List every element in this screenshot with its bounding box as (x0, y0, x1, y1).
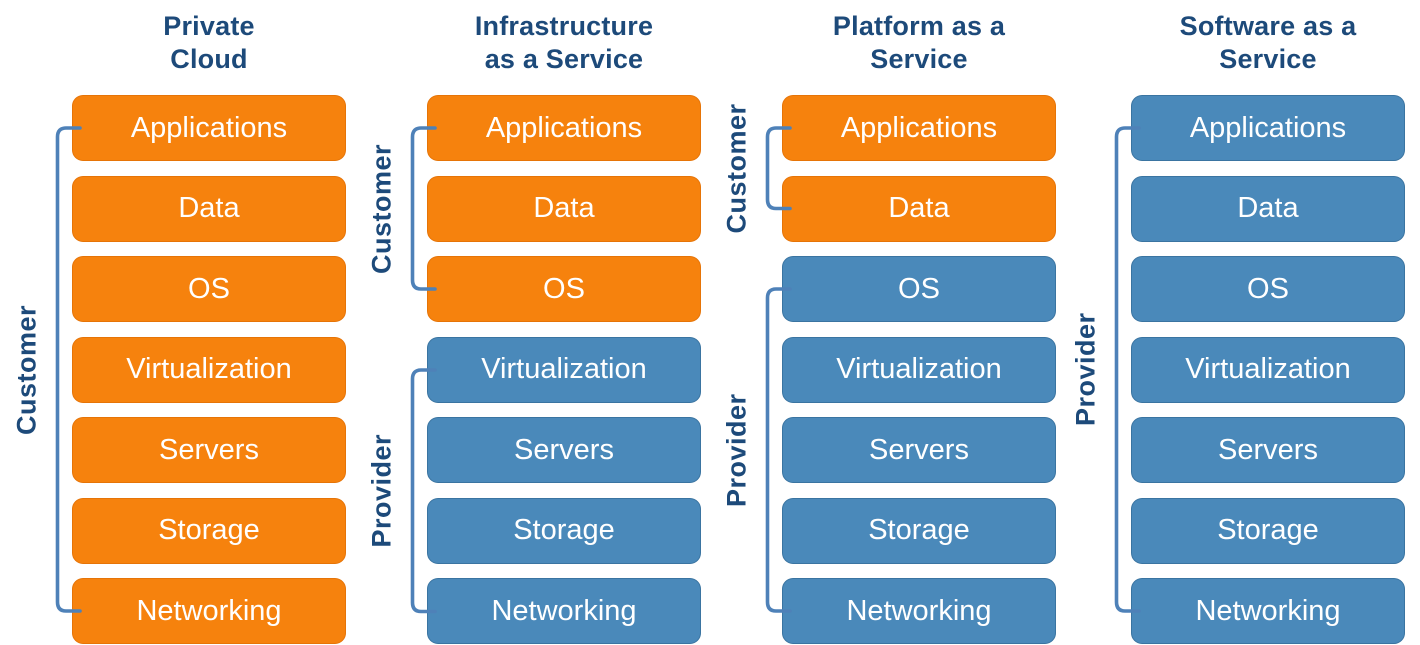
layer-box-label: Applications (840, 111, 998, 144)
layer-box-label: Virtualization (1185, 353, 1351, 385)
layer-box-label: Storage (513, 514, 615, 546)
layer-box-data: Data (427, 175, 701, 242)
layer-box-label: Networking (1195, 594, 1341, 627)
layer-box-networking: Networking (72, 578, 346, 644)
layer-box-storage: Storage (427, 497, 701, 564)
layer-box-data: Data (782, 175, 1056, 242)
layer-box-servers: Servers (427, 417, 701, 483)
layer-box-applications: Applications (427, 95, 701, 161)
layer-box-label: Storage (868, 514, 970, 546)
layer-box-applications: Applications (1131, 95, 1405, 161)
column-title-line: Cloud (170, 44, 248, 75)
provider-label: Provider (721, 393, 752, 507)
layer-box-applications: Applications (782, 95, 1056, 161)
layer-box-networking: Networking (782, 578, 1056, 644)
layer-box-data: Data (72, 175, 346, 242)
provider-bracket (1114, 126, 1141, 613)
layer-box-label: Applications (130, 111, 288, 144)
layer-box-label: OS (188, 272, 230, 305)
layer-box-networking: Networking (1131, 578, 1405, 644)
layer-box-label: Virtualization (836, 353, 1002, 385)
column-title-line: Platform as a (832, 11, 1006, 41)
layer-box-os: OS (1131, 256, 1405, 322)
layer-box-label: Applications (485, 111, 643, 144)
layer-box-os: OS (72, 256, 346, 322)
layer-box-label: Servers (159, 433, 259, 466)
layer-box-virtualization: Virtualization (72, 336, 346, 403)
layer-box-label: Networking (491, 594, 637, 627)
layer-box-virtualization: Virtualization (427, 336, 701, 403)
column-title-line: Software as a (1179, 11, 1357, 41)
layer-box-label: Applications (1189, 111, 1347, 144)
layer-box-virtualization: Virtualization (1131, 336, 1405, 403)
provider-label: Provider (1070, 312, 1101, 427)
layer-box-label: Data (888, 192, 950, 224)
layer-box-label: Servers (1218, 433, 1318, 466)
customer-bracket (55, 126, 82, 613)
layer-box-storage: Storage (1131, 497, 1405, 564)
layer-box-virtualization: Virtualization (782, 336, 1056, 403)
column-title-line: Private (163, 11, 255, 41)
layer-box-os: OS (782, 256, 1056, 322)
layer-box-label: Data (1237, 192, 1299, 224)
layer-box-label: Networking (136, 594, 282, 627)
layer-box-data: Data (1131, 175, 1405, 242)
customer-label: Customer (11, 304, 42, 435)
column-title-line: as a Service (484, 44, 644, 75)
layer-box-label: Servers (514, 433, 614, 466)
layer-box-label: Networking (846, 594, 992, 627)
column-title-line: Infrastructure (474, 11, 654, 41)
layer-box-label: Data (178, 192, 240, 224)
layer-box-storage: Storage (782, 497, 1056, 564)
customer-label: Customer (366, 143, 397, 274)
provider-label: Provider (366, 433, 397, 548)
customer-label: Customer (721, 103, 752, 234)
layer-box-label: Virtualization (126, 353, 292, 385)
provider-bracket (410, 367, 437, 613)
customer-bracket (765, 126, 792, 211)
layer-box-label: Servers (869, 433, 969, 466)
layer-box-label: Storage (1217, 514, 1319, 546)
provider-bracket (765, 287, 792, 613)
layer-box-label: Storage (158, 514, 260, 546)
customer-bracket (410, 126, 437, 291)
layer-box-label: OS (543, 272, 585, 305)
layer-box-label: OS (1247, 272, 1289, 305)
layer-box-os: OS (427, 256, 701, 322)
layer-box-storage: Storage (72, 497, 346, 564)
layer-box-label: Data (533, 192, 595, 224)
layer-box-label: OS (898, 272, 940, 305)
layer-box-networking: Networking (427, 578, 701, 644)
layer-box-servers: Servers (72, 417, 346, 483)
column-title-line: Service (1219, 44, 1317, 75)
layer-box-servers: Servers (782, 417, 1056, 483)
layer-box-applications: Applications (72, 95, 346, 161)
layer-box-servers: Servers (1131, 417, 1405, 483)
column-title-line: Service (870, 44, 968, 75)
layer-box-label: Virtualization (481, 353, 647, 385)
